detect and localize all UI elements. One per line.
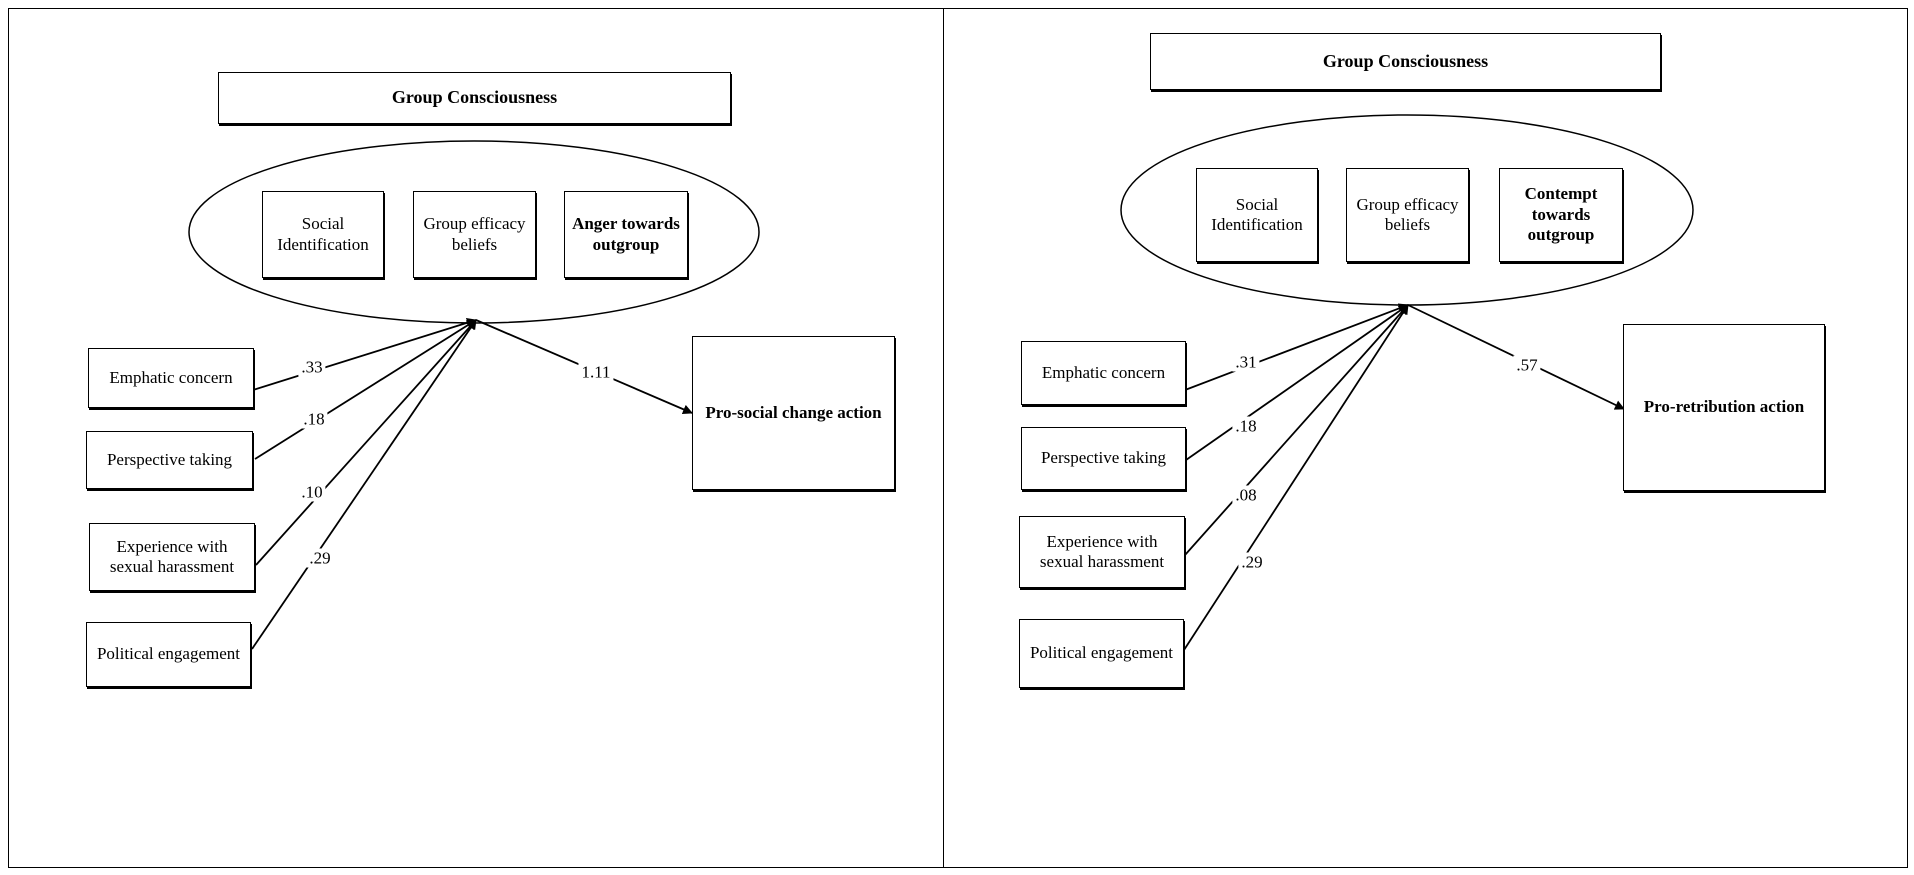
path-arrow-right-4 xyxy=(1183,304,1409,651)
coefficient-political-engagement: .29 xyxy=(306,548,334,568)
coefficient-emphatic-concern: .33 xyxy=(298,357,326,377)
group-consciousness-header: Group Consciousness xyxy=(218,72,731,124)
predictor-sexual-harassment: Experience with sexual harassment xyxy=(89,523,255,591)
path-arrow-right-2 xyxy=(1185,304,1409,461)
panel-divider xyxy=(943,8,944,868)
coefficient-sexual-harassment: .10 xyxy=(298,482,326,502)
predictor-perspective-taking: Perspective taking xyxy=(86,431,253,489)
group-consciousness-header: Group Consciousness xyxy=(1150,33,1661,90)
path-arrow-right-1 xyxy=(1184,303,1409,391)
component-social-identification: Social Identification xyxy=(1196,168,1318,262)
coefficient-outcome: 1.11 xyxy=(578,362,614,382)
coefficient-outcome: .57 xyxy=(1513,355,1541,375)
coefficient-perspective-taking: .18 xyxy=(300,409,328,429)
coefficient-emphatic-concern: .31 xyxy=(1232,352,1260,372)
component-contempt-outgroup: Contempt towards outgroup xyxy=(1499,168,1623,262)
path-arrow-left-4 xyxy=(251,319,477,650)
path-arrow-left-2 xyxy=(254,319,477,460)
path-arrow-left-1 xyxy=(252,317,477,391)
coefficient-political-engagement: .29 xyxy=(1238,552,1266,572)
path-arrow-right-3 xyxy=(1184,304,1409,556)
coefficient-sexual-harassment: .08 xyxy=(1232,485,1260,505)
component-group-efficacy: Group efficacy beliefs xyxy=(413,191,536,278)
predictor-sexual-harassment: Experience with sexual harassment xyxy=(1019,516,1185,588)
predictor-political-engagement: Political engagement xyxy=(86,622,251,687)
coefficient-perspective-taking: .18 xyxy=(1232,416,1260,436)
component-anger-outgroup: Anger towards outgroup xyxy=(564,191,688,278)
outcome-box: Pro-social change action xyxy=(692,336,895,490)
predictor-political-engagement: Political engagement xyxy=(1019,619,1184,688)
diagram-frame xyxy=(8,8,1908,868)
component-group-efficacy: Group efficacy beliefs xyxy=(1346,168,1469,262)
predictor-emphatic-concern: Emphatic concern xyxy=(1021,341,1186,405)
outcome-box: Pro-retribution action xyxy=(1623,324,1825,491)
predictor-emphatic-concern: Emphatic concern xyxy=(88,348,254,408)
path-arrow-left-3 xyxy=(255,319,477,566)
component-social-identification: Social Identification xyxy=(262,191,384,278)
predictor-perspective-taking: Perspective taking xyxy=(1021,427,1186,490)
